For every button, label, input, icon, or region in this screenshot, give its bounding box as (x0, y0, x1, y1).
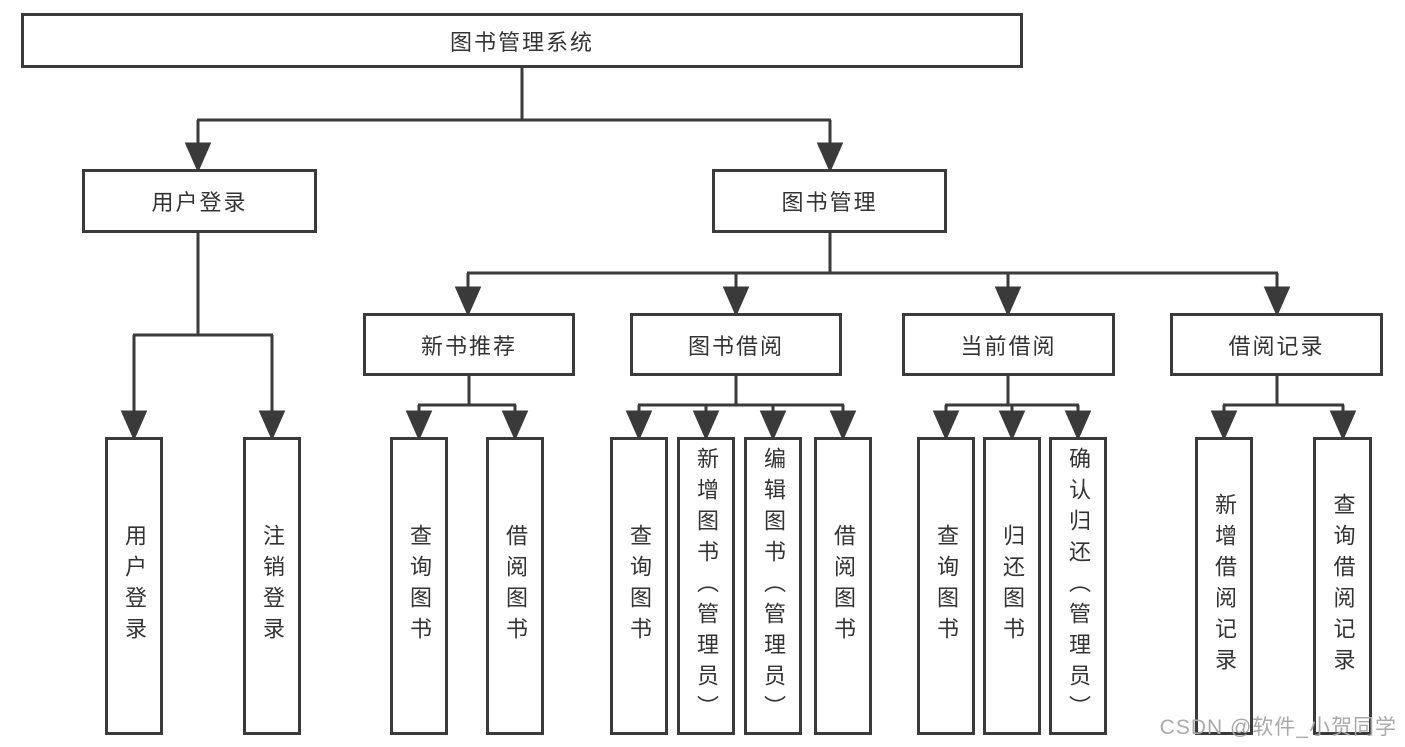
node-user-login-label: 用户登录 (151, 190, 248, 215)
connector-bookmgmt-to-level3 (454, 232, 1291, 317)
leaf-current-query-books: 查询图书 (917, 437, 975, 735)
node-new-book-recommend-label: 新书推荐 (420, 333, 517, 359)
leaf-user-login: 用户登录 (105, 437, 163, 735)
node-book-management: 图书管理 (712, 169, 947, 233)
node-root: 图书管理系统 (21, 13, 1023, 68)
leaf-newbook-query-books: 查询图书 (390, 437, 448, 735)
leaf-borrow-add-books-admin: 新增图书（管理员） (677, 437, 735, 735)
node-current-borrow-label: 当前借阅 (960, 333, 1057, 359)
node-borrow-records-label: 借阅记录 (1228, 333, 1325, 359)
leaf-borrow-borrow-books: 借阅图书 (814, 437, 872, 735)
node-borrow-records: 借阅记录 (1170, 313, 1383, 376)
leaf-newbook-borrow-books: 借阅图书 (486, 437, 544, 735)
leaf-user-login-label: 用户登录 (122, 524, 147, 648)
leaf-current-return-books: 归还图书 (983, 437, 1041, 735)
leaf-record-query-borrow-record: 查询借阅记录 (1313, 437, 1372, 735)
node-root-label: 图书管理系统 (449, 29, 594, 55)
leaf-current-confirm-return-admin-label: 确认归还（管理员） (1066, 446, 1091, 726)
leaf-record-add-borrow-record: 新增借阅记录 (1195, 437, 1253, 735)
watermark: CSDN @软件_小贺同学 (1159, 716, 1397, 739)
leaf-newbook-query-books-label: 查询图书 (407, 524, 432, 648)
leaf-record-add-borrow-record-label: 新增借阅记录 (1212, 493, 1237, 679)
leaf-borrow-query-books: 查询图书 (610, 437, 668, 735)
leaf-borrow-edit-books-admin-label: 编辑图书（管理员） (761, 446, 786, 726)
leaf-record-query-borrow-record-label: 查询借阅记录 (1330, 493, 1356, 679)
connector-bookborrow-to-leaves (625, 376, 857, 441)
connector-borrowrecords-to-leaves (1210, 376, 1357, 441)
connector-newbook-to-leaves (405, 376, 529, 441)
node-user-login: 用户登录 (82, 169, 317, 233)
leaf-newbook-borrow-books-label: 借阅图书 (503, 524, 528, 648)
node-book-borrow-label: 图书借阅 (687, 333, 784, 359)
connector-userlogin-to-leaves (120, 233, 286, 441)
node-new-book-recommend: 新书推荐 (363, 313, 575, 376)
node-book-borrow: 图书借阅 (630, 313, 842, 376)
leaf-logout-login-label: 注销登录 (260, 524, 285, 648)
leaf-current-return-books-label: 归还图书 (1000, 524, 1025, 648)
leaf-current-query-books-label: 查询图书 (934, 524, 959, 648)
leaf-logout-login: 注销登录 (243, 437, 301, 735)
leaf-borrow-edit-books-admin: 编辑图书（管理员） (744, 437, 802, 735)
connector-root-to-level2 (184, 68, 844, 173)
leaf-borrow-borrow-books-label: 借阅图书 (831, 524, 856, 648)
leaf-borrow-query-books-label: 查询图书 (627, 524, 652, 648)
node-book-management-label: 图书管理 (781, 190, 878, 215)
leaf-borrow-add-books-admin-label: 新增图书（管理员） (694, 446, 719, 726)
connector-currentborrow-to-leaves (932, 376, 1092, 441)
node-current-borrow: 当前借阅 (902, 313, 1115, 376)
leaf-current-confirm-return-admin: 确认归还（管理员） (1049, 437, 1107, 735)
